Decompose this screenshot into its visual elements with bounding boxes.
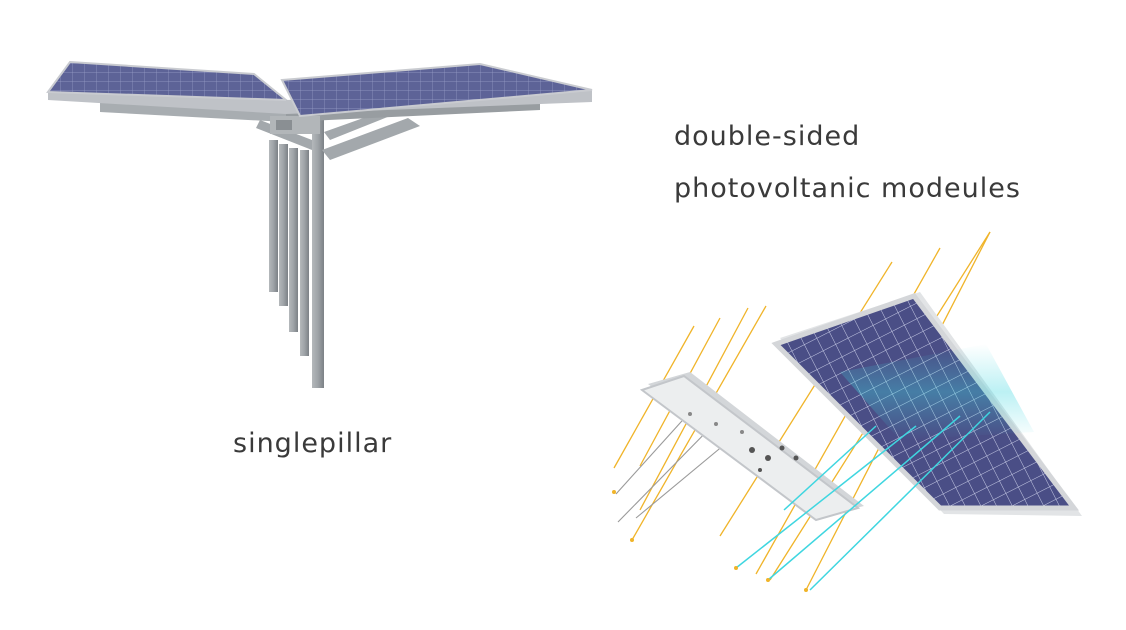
reflected-ray-lines <box>735 411 991 591</box>
bifacial-pv-modules-illustration <box>612 231 1082 592</box>
ray-endpoints <box>612 490 808 592</box>
carport-left-panel <box>46 60 289 114</box>
single-pillar-solar-carport-illustration <box>46 60 593 388</box>
caption-line-2: photovoltanic modeules <box>674 173 1021 204</box>
caption-double-sided-modules: double-sided photovoltanic modeules <box>674 111 1021 215</box>
carport-pillars <box>269 118 324 388</box>
caption-single-pillar: singlepillar <box>233 428 393 459</box>
carport-right-panel <box>280 62 593 118</box>
module-back-side <box>639 372 864 522</box>
caption-line-1: double-sided <box>674 121 861 152</box>
